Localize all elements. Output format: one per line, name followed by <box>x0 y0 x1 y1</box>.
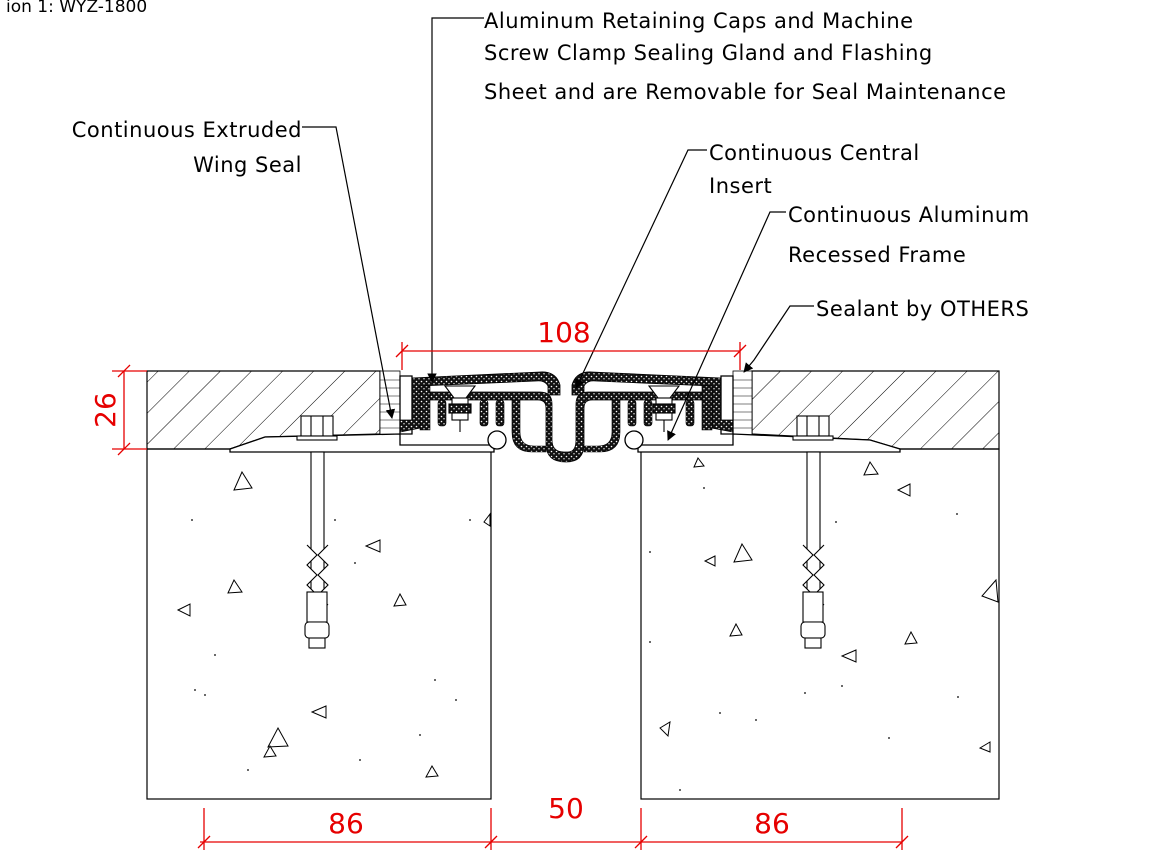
left-anchor-bolt <box>296 415 338 649</box>
callout-caps-line2: Screw Clamp Sealing Gland and Flashing <box>484 41 933 65</box>
right-retaining-cap <box>647 385 681 432</box>
dim-right-width-label: 86 <box>754 807 790 840</box>
right-aluminum-frame <box>624 375 901 453</box>
dim-left-width-label: 86 <box>328 807 364 840</box>
dim-top-width <box>395 342 747 370</box>
left-wing-seal <box>399 371 561 433</box>
right-wing-seal <box>571 371 734 433</box>
callout-insert-line1: Continuous Central <box>709 141 920 165</box>
callout-wing-line2: Wing Seal <box>193 153 302 177</box>
leader-insert <box>575 149 707 389</box>
callout-caps-line3: Sheet and are Removable for Seal Mainten… <box>484 80 1007 104</box>
dim-gap-label: 50 <box>548 792 584 825</box>
right-sealant <box>732 370 753 436</box>
callout-insert-line2: Insert <box>709 174 772 198</box>
leader-wing-seal <box>302 126 396 419</box>
dim-bottom <box>197 808 909 850</box>
right-anchor-bolt <box>792 415 834 649</box>
callout-wing-line1: Continuous Extruded <box>72 118 302 142</box>
left-aluminum-frame <box>229 375 507 453</box>
dim-top-width-label: 108 <box>537 316 590 349</box>
callout-frame-line2: Recessed Frame <box>788 243 966 267</box>
left-sealant <box>379 370 401 436</box>
callout-frame-line1: Continuous Aluminum <box>788 203 1030 227</box>
leader-sealant <box>743 305 814 373</box>
dim-depth <box>112 364 147 456</box>
header-caption: ion 1: WYZ-1800 <box>6 0 147 17</box>
callout-caps-line1: Aluminum Retaining Caps and Machine <box>484 9 914 33</box>
left-retaining-cap <box>443 385 477 432</box>
callout-sealant-line1: Sealant by OTHERS <box>816 297 1029 321</box>
dim-depth-label: 26 <box>89 392 122 428</box>
leader-frame <box>667 211 786 441</box>
leader-caps <box>427 17 484 383</box>
